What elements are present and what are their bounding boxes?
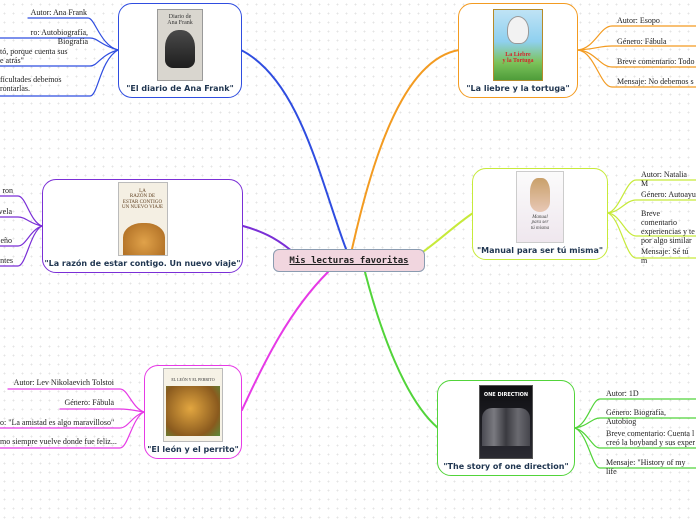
book-node-leon[interactable]: EL LEÓN Y EL PERRITO "El león y el perri… — [144, 365, 242, 459]
cover-title-liebre: La Liebre y la Tortuga — [502, 52, 534, 65]
book-node-direction[interactable]: ONE DIRECTION "The story of one directio… — [437, 380, 575, 476]
branch-leon-0 — [7, 388, 145, 413]
author-photo — [530, 178, 550, 212]
book-cover-liebre: La Liebre y la Tortuga — [493, 9, 543, 81]
book-cover-razon: LA RAZÓN DE ESTAR CONTIGO UN NUEVO VIAJE — [117, 182, 168, 256]
detail-leon-message: mo siempre vuelve donde fue feliz... — [0, 437, 117, 446]
book-cover-manual: Manual para ser tú misma — [516, 171, 564, 243]
book-title-razon: "La razón de estar contigo. Un nuevo via… — [44, 259, 241, 268]
book-title-manual: "Manual para ser tú misma" — [476, 246, 604, 255]
branch-manual-2 — [607, 212, 696, 237]
branch-liebre-3 — [577, 49, 696, 88]
cover-title-leon: EL LEÓN Y EL PERRITO — [171, 377, 215, 382]
book-cover-direction: ONE DIRECTION — [479, 385, 533, 459]
detail-direction-genre: Género: Biografía, Autobiog — [606, 408, 666, 426]
branch-direction-2 — [574, 427, 696, 449]
branch-diario-3 — [0, 49, 119, 97]
detail-manual-genre: Género: Autoayu — [641, 190, 696, 199]
detail-manual-author: Autor: Natalia M — [641, 170, 687, 188]
branch-manual-0 — [607, 179, 696, 214]
branch-direction-3 — [574, 427, 696, 469]
lion-illustration — [166, 386, 220, 437]
book-title-leon: "El león y el perrito" — [147, 445, 239, 454]
detail-diario-author: Autor: Ana Frank — [30, 8, 87, 17]
branch-razon-0 — [0, 195, 43, 227]
book-node-diario[interactable]: Diario de Ana Frank "El diario de Ana Fr… — [118, 3, 242, 98]
connector-leon — [241, 271, 329, 411]
branch-leon-1 — [59, 408, 145, 413]
book-node-razon[interactable]: LA RAZÓN DE ESTAR CONTIGO UN NUEVO VIAJE… — [42, 179, 243, 273]
detail-razon-message: ntes — [0, 256, 13, 265]
branch-liebre-0 — [577, 25, 696, 51]
detail-liebre-message: Mensaje: No debemos s — [617, 77, 694, 86]
branch-leon-3 — [0, 411, 145, 449]
branch-diario-1 — [0, 37, 119, 51]
branch-liebre-2 — [577, 49, 696, 68]
dog-image — [122, 223, 165, 255]
detail-liebre-genre: Género: Fábula — [617, 37, 667, 46]
central-topic[interactable]: Mis lecturas favoritas — [273, 249, 425, 272]
branch-diario-0 — [27, 17, 119, 51]
branch-razon-3 — [0, 225, 43, 267]
book-title-direction: "The story of one direction" — [443, 462, 569, 471]
connector-liebre — [351, 49, 460, 250]
detail-manual-comment: Breve comentario experiencias y te por a… — [641, 209, 695, 245]
detail-leon-author: Autor: Lev Nikolaevich Tolstoi — [13, 378, 114, 387]
cover-title-razon: LA RAZÓN DE ESTAR CONTIGO UN NUEVO VIAJE — [121, 189, 163, 210]
detail-leon-genre: Género: Fábula — [64, 398, 114, 407]
branch-diario-2 — [0, 49, 119, 67]
portrait-image — [165, 29, 195, 68]
detail-manual-message: Mensaje: Sé tú m — [641, 247, 689, 265]
detail-liebre-comment: Breve comentario: Todo — [617, 57, 695, 66]
book-cover-leon: EL LEÓN Y EL PERRITO — [163, 368, 223, 442]
connector-direction — [364, 271, 439, 429]
detail-razon-genre: vela — [0, 207, 12, 216]
branch-manual-1 — [607, 199, 696, 214]
book-title-liebre: "La liebre y la tortuga" — [466, 84, 570, 93]
detail-liebre-author: Autor: Esopo — [617, 16, 660, 25]
branch-leon-2 — [0, 411, 145, 429]
connector-manual — [419, 212, 474, 255]
branch-liebre-1 — [577, 45, 696, 51]
detail-leon-comment: o: "La amistad es algo maravilloso" — [0, 418, 115, 427]
detail-diario-genre: ro: Autobiografía, Biografía — [30, 28, 88, 46]
cover-title-diario: Diario de Ana Frank — [167, 14, 193, 27]
branch-direction-0 — [574, 398, 696, 429]
branch-manual-3 — [607, 212, 696, 259]
branch-razon-2 — [0, 225, 43, 247]
band-photo — [482, 408, 530, 447]
book-node-liebre[interactable]: La Liebre y la Tortuga "La liebre y la t… — [458, 3, 578, 98]
hare-illustration — [507, 16, 529, 44]
branch-razon-1 — [0, 216, 43, 227]
detail-direction-comment: Breve comentario: Cuenta l creó la boyba… — [606, 429, 696, 447]
book-title-diario: "El diario de Ana Frank" — [126, 84, 234, 93]
detail-diario-message: ficultades debemos rontarlas. — [0, 75, 62, 93]
detail-diario-comment: tó, porque cuenta sus e atrás" — [0, 47, 68, 65]
detail-direction-author: Autor: 1D — [606, 389, 639, 398]
central-topic-label: Mis lecturas favoritas — [289, 255, 409, 266]
detail-razon-comment: eño — [0, 236, 12, 245]
book-cover-diario: Diario de Ana Frank — [157, 9, 203, 81]
cover-title-direction: ONE DIRECTION — [483, 392, 529, 398]
connector-diario — [240, 49, 347, 250]
detail-razon-author: ron — [2, 186, 13, 195]
detail-direction-message: Mensaje: "History of my life — [606, 458, 686, 476]
branch-direction-1 — [574, 417, 696, 429]
book-node-manual[interactable]: Manual para ser tú misma "Manual para se… — [472, 168, 608, 260]
cover-title-manual: Manual para ser tú misma — [530, 215, 550, 231]
